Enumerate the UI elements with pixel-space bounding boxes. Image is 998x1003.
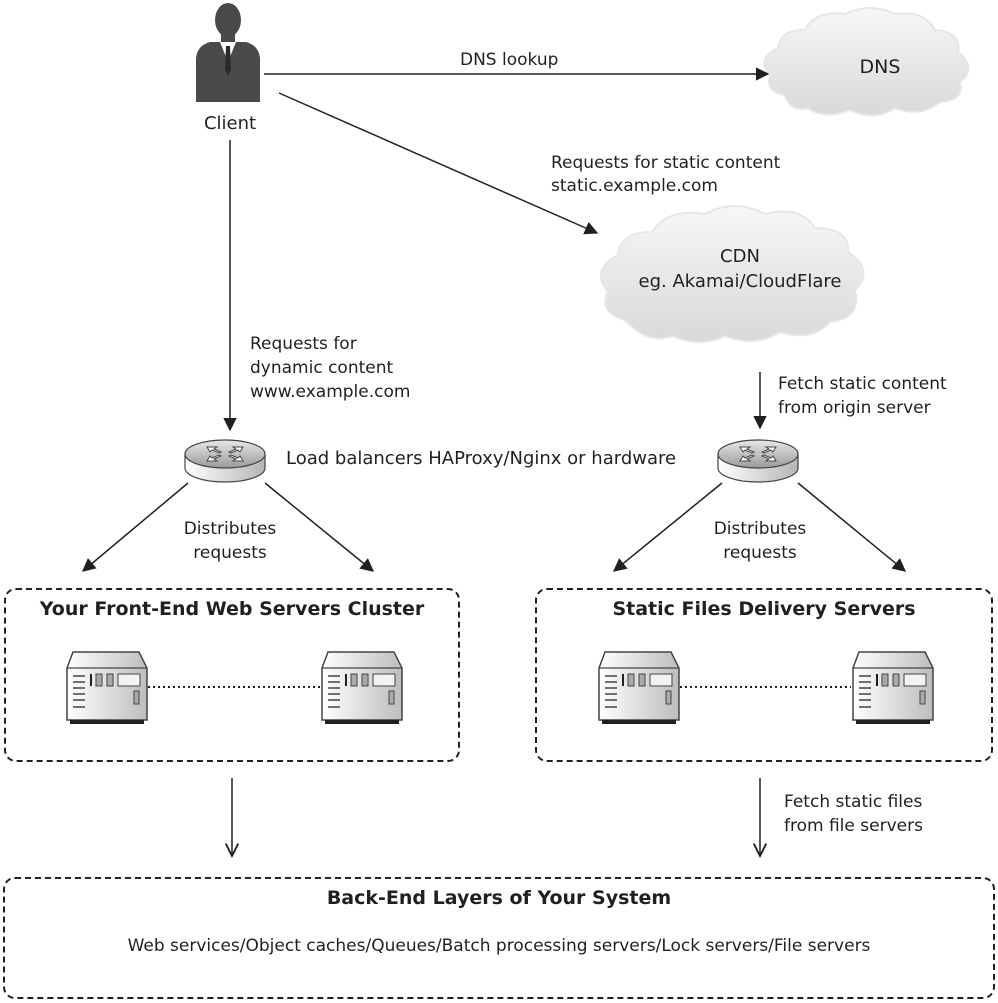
- dns-cloud-icon: [763, 7, 970, 117]
- dynamic-requests-line1: Requests for: [250, 334, 357, 354]
- distribute-right-a-arrow: [612, 482, 723, 572]
- client-person-icon: [196, 3, 260, 102]
- frontend-cluster-title: Your Front-End Web Servers Cluster: [39, 598, 425, 620]
- distribute-left-a-arrow: [81, 482, 189, 572]
- right-load-balancer-router-icon: [717, 439, 799, 483]
- static-cluster-box: Static Files Delivery Servers: [535, 588, 993, 762]
- distributes-left-line2: requests: [193, 543, 267, 563]
- dns-label: DNS: [859, 56, 901, 78]
- frontend-cluster-box: Your Front-End Web Servers Cluster: [4, 588, 460, 762]
- fetch-origin-line1: Fetch static content: [778, 374, 947, 394]
- dynamic-requests-line2: dynamic content: [250, 358, 394, 378]
- cdn-label-line2: eg. Akamai/CloudFlare: [638, 271, 842, 292]
- static-requests-line1: Requests for static content: [551, 153, 781, 173]
- client-label: Client: [203, 113, 257, 134]
- fetch-files-line2: from file servers: [784, 816, 923, 836]
- cdn-cloud-icon: [599, 205, 865, 343]
- distribute-left-b-arrow: [264, 482, 375, 572]
- load-balancers-label: Load balancers HAProxy/Nginx or hardware: [286, 448, 677, 469]
- fetch-files-line1: Fetch static files: [784, 792, 923, 812]
- backend-description: Web services/Object caches/Queues/Batch …: [127, 936, 871, 956]
- cdn-label-line1: CDN: [720, 246, 760, 267]
- distributes-left-line1: Distributes: [183, 519, 277, 539]
- distributes-right-line2: requests: [723, 543, 797, 563]
- static-requests-line2: static.example.com: [551, 176, 718, 196]
- distribute-right-b-arrow: [797, 482, 907, 572]
- left-load-balancer-router-icon: [184, 439, 266, 483]
- fetch-origin-line2: from origin server: [778, 398, 931, 418]
- backend-box: Back-End Layers of Your System Web servi…: [3, 877, 995, 999]
- static-cluster-title: Static Files Delivery Servers: [612, 598, 916, 620]
- static-request-arrow: [278, 92, 599, 235]
- dns-lookup-label: DNS lookup: [460, 50, 559, 70]
- distributes-right-line1: Distributes: [713, 519, 807, 539]
- backend-title: Back-End Layers of Your System: [326, 887, 672, 909]
- dynamic-requests-line3: www.example.com: [250, 382, 411, 402]
